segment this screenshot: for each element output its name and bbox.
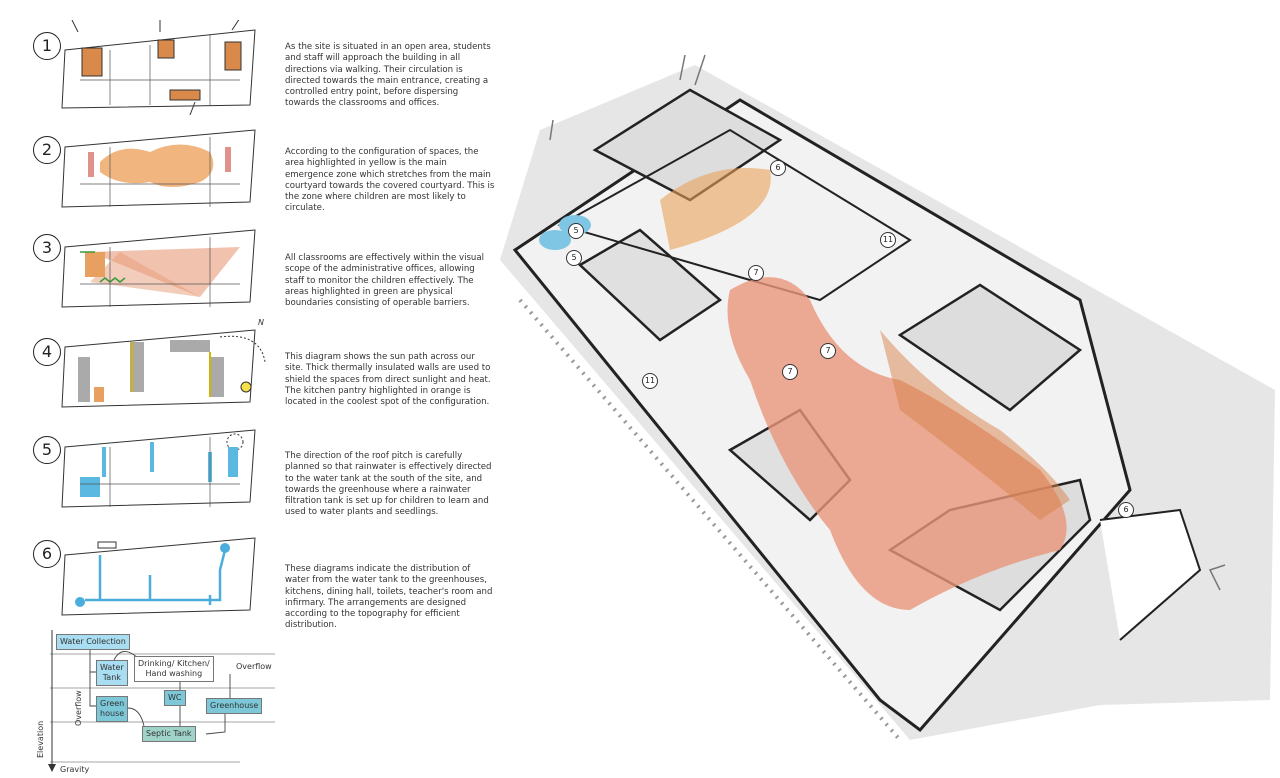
flow-water-collection: Water Collection [56,634,130,650]
plan-label-6-south: 6 [1118,502,1134,518]
flow-overflow-label-vertical: Overflow [74,690,83,726]
flow-drinking-kitchen: Drinking/ Kitchen/Hand washing [134,656,214,682]
plan-label-5-tank: 5 [566,250,582,266]
flow-elevation-axis: Elevation [36,720,45,758]
plan-label-11-west: 11 [642,373,658,389]
plan-label-11-north: 11 [880,232,896,248]
flow-gravity-axis: Gravity [60,765,90,774]
step-1-description: As the site is situated in an open area,… [285,42,491,109]
plan-label-7-c: 7 [782,364,798,380]
flow-lines [48,630,275,772]
step-number-6: 6 [33,540,61,568]
plan-label-7-a: 7 [748,265,764,281]
greenhouse [1099,508,1202,641]
step-number-1: 1 [33,32,61,60]
sketch-visual-scope [61,229,256,308]
sketch-roof-pitch [61,429,256,508]
step-3-description: All classrooms are effectively within th… [285,253,485,309]
step-number-5: 5 [33,436,61,464]
sketch-sun-path [61,329,266,408]
flow-overflow-label: Overflow [236,662,272,671]
step-2-description: According to the configuration of spaces… [285,147,495,214]
plan-drawing [500,54,1275,742]
sketch-emergence-zone [61,129,256,208]
classroom-block-north [592,88,783,202]
step-6-description: These diagrams indicate the distribution… [285,564,493,631]
emergence-zone-orange [660,168,771,250]
plan-label-6-north: 6 [770,160,786,176]
north-label: N [258,318,264,327]
courtyard-highlight [727,277,1067,610]
step-number-3: 3 [33,234,61,262]
axonometric-plan: 6 5 5 11 7 7 7 11 6 [480,50,1280,778]
plan-label-5-tank-2: 5 [568,223,584,239]
step-number-2: 2 [33,136,61,164]
step-4-description: This diagram shows the sun path across o… [285,352,491,408]
step-number-4: 4 [33,338,61,366]
classroom-block-east [897,283,1083,412]
step-5-description: The direction of the roof pitch is caref… [285,451,492,518]
sketch-water-distribution [61,537,256,616]
flow-greenhouse-right: Greenhouse [206,698,263,714]
water-tank-1 [539,230,571,250]
flow-wc: WC [164,690,186,706]
plan-label-7-b: 7 [820,343,836,359]
sketch-circulation [61,20,256,115]
flow-septic-tank: Septic Tank [142,726,196,742]
